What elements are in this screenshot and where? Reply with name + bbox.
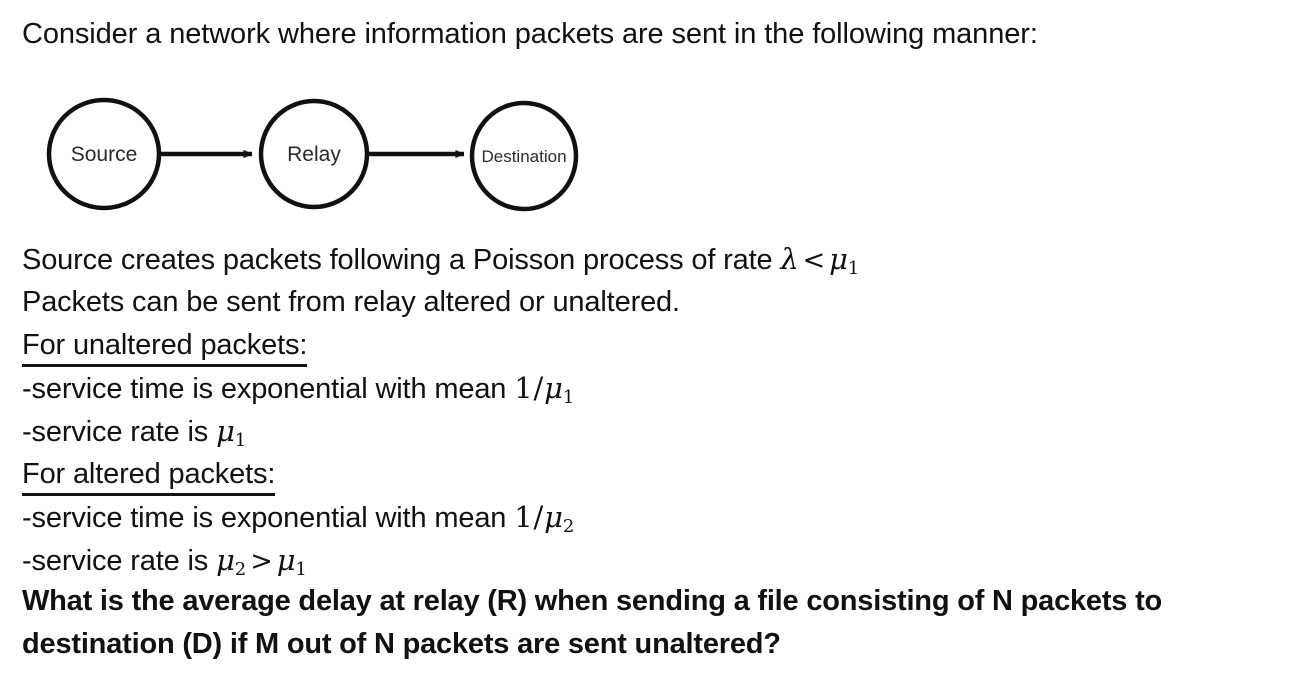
text-line-altered-service-rate: -service rate is μ2>μ1 <box>22 539 1272 582</box>
altered-rate-mu-a: μ <box>216 543 235 577</box>
source-label: Source <box>71 143 138 166</box>
diagram-node-relay: Relay <box>258 98 370 210</box>
unaltered-service-time-prefix: -service time is exponential with mean <box>22 373 515 405</box>
unaltered-rate-mu-subscript: 1 <box>234 430 247 452</box>
destination-circle <box>469 100 579 212</box>
relay-label: Relay <box>287 143 341 166</box>
heading-unaltered-packets: For unaltered packets: <box>22 324 1272 367</box>
heading-unaltered-packets-text: For unaltered packets: <box>22 327 307 367</box>
heading-altered-packets-text: For altered packets: <box>22 456 275 496</box>
greater-than-symbol: > <box>250 546 273 577</box>
text-line-altered-or-unaltered: Packets can be sent from relay altered o… <box>22 286 680 318</box>
lambda-symbol: λ <box>780 242 799 276</box>
altered-service-time-prefix: -service time is exponential with mean <box>22 502 515 534</box>
unaltered-rate-mu: μ <box>216 414 235 448</box>
altered-rate-mu-b-subscript: 1 <box>295 559 307 581</box>
mu-subscript: 1 <box>847 258 860 280</box>
diagram-node-source: Source <box>46 97 162 211</box>
altered-mean-mu: μ <box>544 500 563 534</box>
relay-circle <box>258 98 370 210</box>
body-text-block: Source creates packets following a Poiss… <box>22 238 1272 582</box>
altered-service-rate-prefix: -service rate is <box>22 545 217 577</box>
altered-mean-numerator: 1 <box>514 500 533 534</box>
mu-symbol: μ <box>829 242 848 276</box>
text-line-unaltered-service-time: -service time is exponential with mean 1… <box>22 367 1272 410</box>
intro-sentence: Consider a network where information pac… <box>22 18 1038 50</box>
text-line-altered-service-time: -service time is exponential with mean 1… <box>22 496 1272 539</box>
unaltered-mean-slash: / <box>533 371 544 405</box>
unaltered-service-rate-prefix: -service rate is <box>22 416 217 448</box>
network-diagram: Source Relay Destination <box>0 92 640 222</box>
unaltered-mean-mu-subscript: 1 <box>562 387 575 409</box>
unaltered-mean-numerator: 1 <box>514 371 533 405</box>
altered-rate-mu-b: μ <box>276 543 296 577</box>
question-line-2: destination (D) if M out of N packets ar… <box>22 628 781 660</box>
destination-label: Destination <box>481 147 566 166</box>
less-than-symbol: < <box>802 245 826 276</box>
text-line-poisson-rate: Source creates packets following a Poiss… <box>22 238 1272 281</box>
source-circle <box>46 97 162 211</box>
altered-rate-mu-a-subscript: 2 <box>234 559 247 581</box>
heading-altered-packets: For altered packets: <box>22 453 1272 496</box>
text-line-unaltered-service-rate: -service rate is μ1 <box>22 410 1272 453</box>
altered-mean-slash: / <box>533 500 544 534</box>
altered-mean-mu-subscript: 2 <box>562 516 575 538</box>
poisson-rate-prefix: Source creates packets following a Poiss… <box>22 244 781 276</box>
diagram-node-destination: Destination <box>469 100 579 212</box>
question-line-1: What is the average delay at relay (R) w… <box>22 585 1163 617</box>
question-block: What is the average delay at relay (R) w… <box>22 580 1272 666</box>
unaltered-mean-mu: μ <box>544 371 563 405</box>
